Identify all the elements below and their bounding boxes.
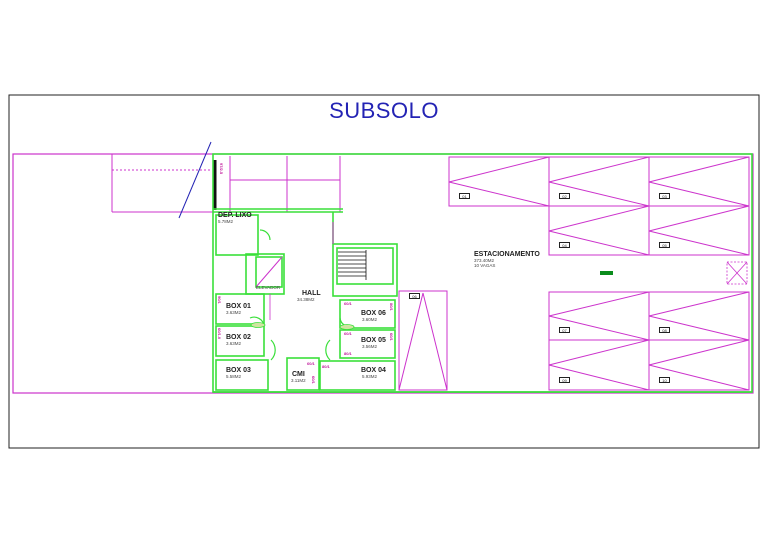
room-area-box06: 3.60M2 xyxy=(362,317,378,322)
parking-spots xyxy=(448,156,750,391)
room-area-box05: 3.56M2 xyxy=(362,344,378,349)
room-sub-estacionamento: 10 VAGAS xyxy=(474,263,496,268)
lot-outline xyxy=(12,153,754,394)
elevator-shaft-mark xyxy=(255,256,283,288)
parking-spot-number: 01 xyxy=(459,193,470,199)
room-area-hall: 34.38M2 xyxy=(297,297,315,302)
room-name-box04: BOX 04 xyxy=(361,367,386,374)
dimension-tag: 80/1 xyxy=(322,364,330,369)
room-name-box05: BOX 05 xyxy=(361,337,386,344)
room-name-box03: BOX 03 xyxy=(226,367,251,374)
parking-spot-number: 08 xyxy=(659,327,670,333)
room-name-estacionamento: ESTACIONAMENTO xyxy=(474,251,540,258)
room-name-cmi: CMI xyxy=(292,371,305,378)
dimension-tag: 90/1 xyxy=(217,296,222,304)
parking-spot-number: 07 xyxy=(559,327,570,333)
room-area-box03: 5.58M2 xyxy=(226,374,242,379)
parking-spot-number: 06 xyxy=(409,293,420,299)
dimension-tag: 60/1 xyxy=(344,301,352,306)
door-leaf xyxy=(250,322,266,328)
room-area-cmi: 3.11M2 xyxy=(291,378,306,383)
dimension-tag: 80/1 xyxy=(344,351,352,356)
parking-spot-number: 04 xyxy=(559,242,570,248)
room-area-box01: 3.63M2 xyxy=(226,310,242,315)
door-leaf xyxy=(339,324,355,330)
drain-marker xyxy=(600,271,613,275)
parking-spot-number: 09 xyxy=(559,377,570,383)
room-name-elevador: ELEVADOR xyxy=(256,285,281,290)
dimension-tag: 60/1 xyxy=(311,376,316,384)
parking-spot-number: 10 xyxy=(659,377,670,383)
dimension-tag: 97/2.5 xyxy=(219,163,224,175)
parking-spot-number: 02 xyxy=(559,193,570,199)
room-area-estacionamento: 373.40M2 xyxy=(474,258,495,263)
room-name-dep-lixo: DEP. LIXO xyxy=(218,212,252,219)
entrance-ramp xyxy=(111,154,341,213)
room-name-hall: HALL xyxy=(302,290,321,297)
section-cut-line xyxy=(178,141,212,219)
stair-treads xyxy=(338,250,367,280)
dimension-tag: 80/1 xyxy=(389,303,394,311)
dimension-tag: 60/1.0 xyxy=(217,328,222,340)
room-name-box02: BOX 02 xyxy=(226,334,251,341)
room-area-dep-lixo: 5.78M2 xyxy=(218,219,234,224)
parking-spot-number: 03 xyxy=(659,193,670,199)
dimension-tag: 60/1 xyxy=(389,333,394,341)
room-area-box02: 3.63M2 xyxy=(226,341,242,346)
vehicle-ramp xyxy=(398,290,448,391)
room-area-box04: 5.93M2 xyxy=(362,374,378,379)
plan-title: SUBSOLO xyxy=(329,98,439,123)
dimension-tag: 60/1 xyxy=(344,331,352,336)
drawing-frame xyxy=(8,94,760,449)
parking-spot-number: 05 xyxy=(659,242,670,248)
room-name-box06: BOX 06 xyxy=(361,310,386,317)
room-name-box01: BOX 01 xyxy=(226,303,251,310)
dimension-tag: 60/1 xyxy=(307,361,315,366)
vent-symbol xyxy=(726,261,748,285)
building-walls xyxy=(212,153,753,393)
